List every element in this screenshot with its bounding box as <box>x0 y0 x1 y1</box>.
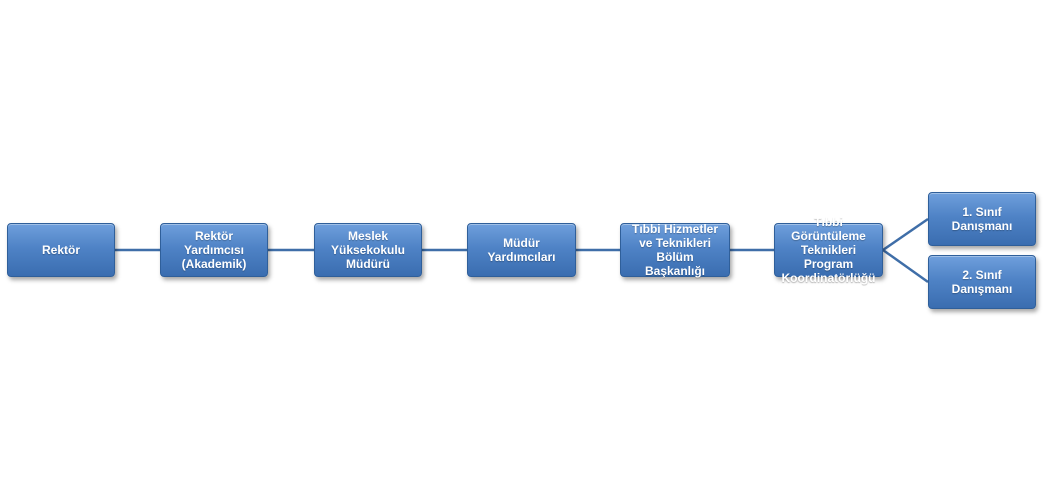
node-label: Rektör Yardımcısı (Akademik) <box>181 229 247 271</box>
node-label: 2. Sınıf Danışmanı <box>951 268 1013 296</box>
node-sinif-danismani-2: 2. Sınıf Danışmanı <box>928 255 1036 309</box>
node-label: 1. Sınıf Danışmanı <box>951 205 1013 233</box>
node-label: Meslek Yüksekokulu Müdürü <box>330 229 406 271</box>
node-rektor-yardimcisi: Rektör Yardımcısı (Akademik) <box>160 223 268 277</box>
node-bolum-baskanligi: Tıbbi Hizmetler ve Teknikleri Bölüm Başk… <box>620 222 730 278</box>
node-label: Müdür Yardımcıları <box>487 236 556 264</box>
connector-program-to-danisman-1 <box>882 217 929 252</box>
node-label: Tıbbi Görüntüleme Teknikleri Program Koo… <box>781 215 876 285</box>
node-label: Rektör <box>41 243 80 257</box>
node-meslek-yuksekokulu-muduru: Meslek Yüksekokulu Müdürü <box>314 223 422 277</box>
node-mudur-yardimcilari: Müdür Yardımcıları <box>467 223 576 277</box>
node-program-koordinatorlugu: Tıbbi Görüntüleme Teknikleri Program Koo… <box>774 215 883 285</box>
node-sinif-danismani-1: 1. Sınıf Danışmanı <box>928 192 1036 246</box>
node-rektor: Rektör <box>7 223 115 277</box>
node-label: Tıbbi Hizmetler ve Teknikleri Bölüm Başk… <box>631 222 718 278</box>
connector-program-to-danisman-2 <box>882 248 929 284</box>
